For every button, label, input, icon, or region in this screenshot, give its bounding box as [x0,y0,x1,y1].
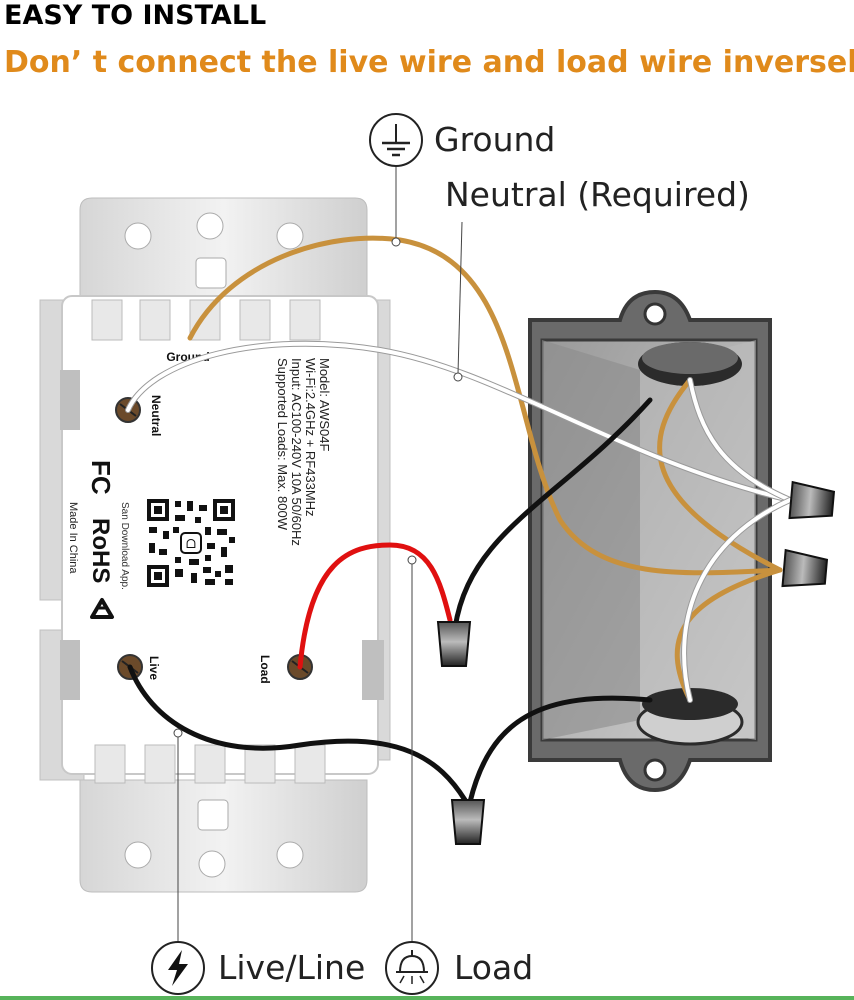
ground-wire [187,235,783,576]
terminal-label-live: Live [147,656,161,680]
spec-model: Model: AWS04F [317,358,332,452]
spec-loads: Supported Loads: Max. 800W [275,358,290,531]
ground-callout: Ground [434,120,556,159]
junction-box [528,289,772,793]
live-wire [127,664,468,803]
terminal-label-neutral: Neutral [149,395,163,436]
scan-text: San Download App. [119,502,130,590]
page-title: EASY TO INSTALL [4,0,267,31]
box-black-wire-bottom [467,695,653,805]
wires [125,235,793,805]
spec-text: Model: AWS04F Wi-Fi:2.4GHz + RF433MHz In… [275,358,332,546]
made-in-text: Made In China [67,502,79,574]
qr-code: ᗝ [145,497,237,589]
wire-nuts [436,480,836,845]
live-callout: Live/Line [218,948,366,987]
callout-leaders [173,165,463,945]
box-black-wire-top [452,397,653,631]
rohs-mark: RoHS [87,518,114,583]
bottom-accent-bar [0,996,854,1000]
load-callout: Load [454,948,534,987]
svg-text:ᗝ: ᗝ [186,537,196,551]
fcc-mark: FC [86,460,116,495]
ground-symbol-icon [369,113,423,167]
lightning-bolt-icon [151,941,205,995]
lamp-icon [385,941,439,995]
neutral-callout: Neutral (Required) [445,175,750,214]
warning-text: Don’ t connect the live wire and load wi… [4,45,854,80]
load-wire [297,542,453,670]
terminal-label-load: Load [258,655,272,684]
recycle-icon [90,598,114,619]
spec-input: Input: AC100-240V 10A 50/60Hz [289,358,304,546]
spec-wifi: Wi-Fi:2.4GHz + RF433MHz [303,358,318,517]
